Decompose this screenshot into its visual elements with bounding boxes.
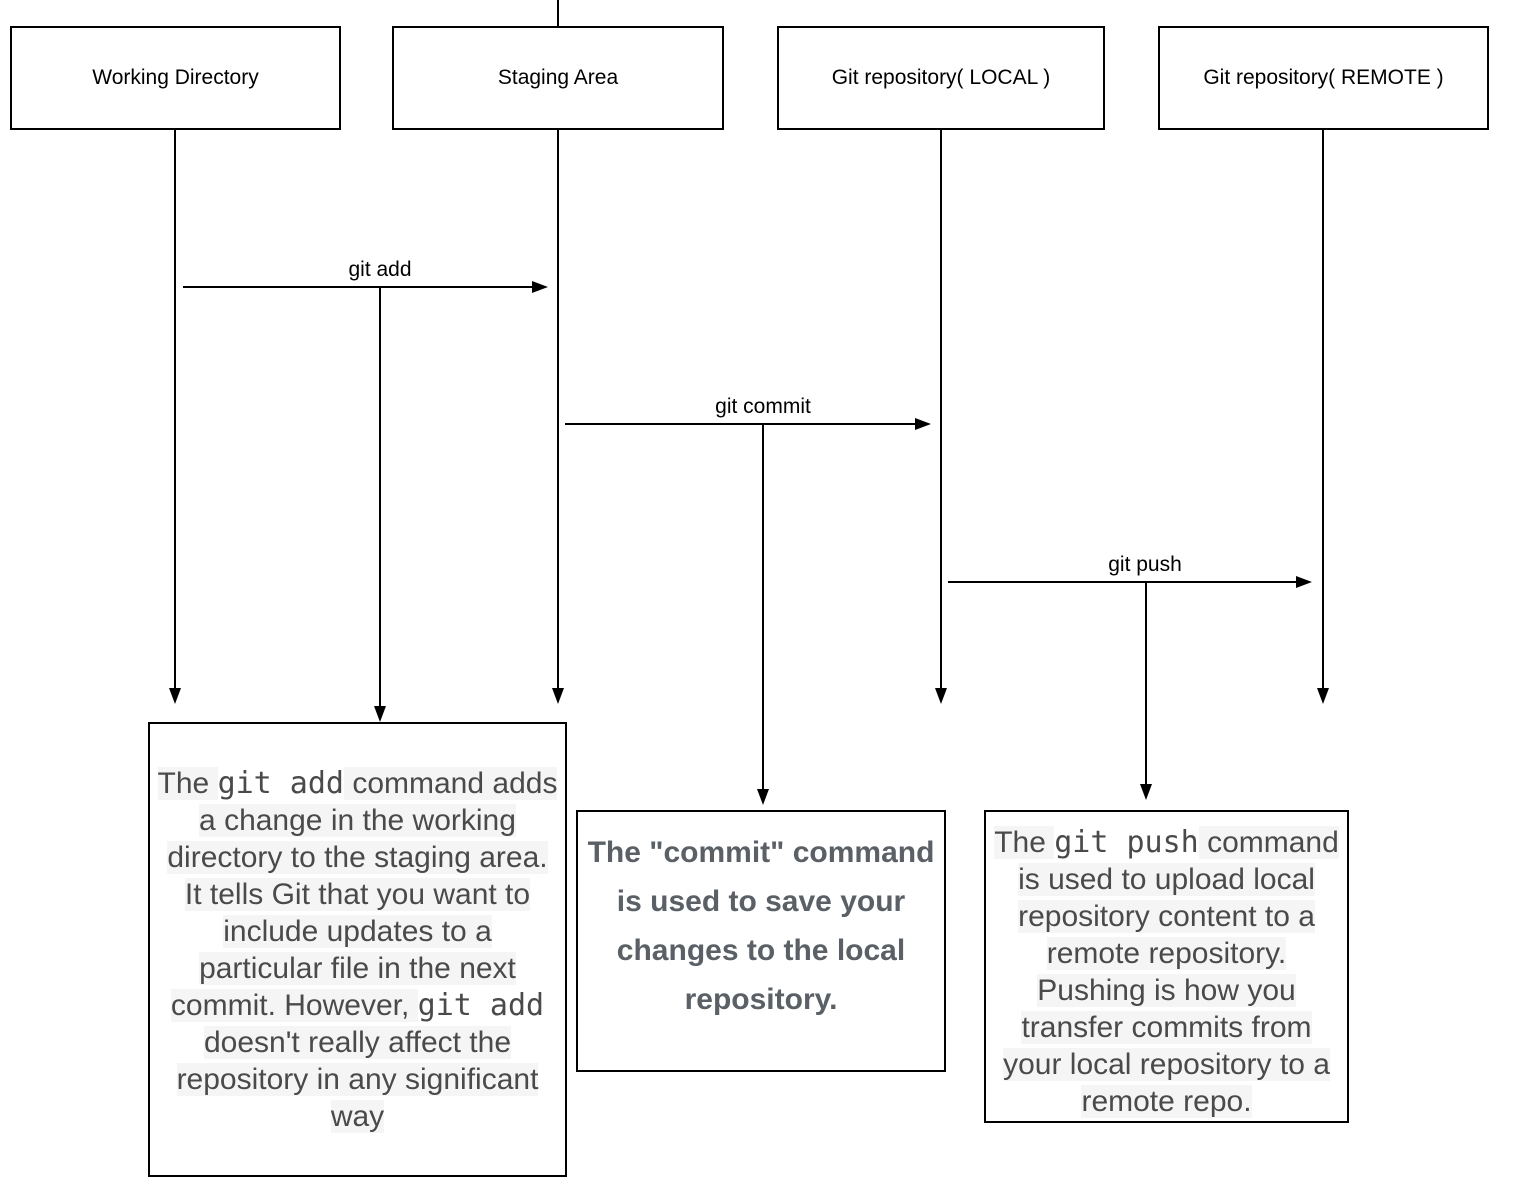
git-push-note-connector-arrowhead-icon <box>1140 784 1152 800</box>
arrow-label-git-push: git push <box>1108 553 1182 576</box>
lifeline-staging-area-arrowhead-icon <box>552 688 564 704</box>
lane-label-working-directory: Working Directory <box>92 66 259 89</box>
note-text-git-push: The git push command is used to upload l… <box>994 825 1339 1118</box>
arrow-line-git-commit <box>565 423 915 425</box>
git-push-note-connector-line <box>1145 583 1147 784</box>
note-text-git-add: The git add command adds a change in the… <box>157 765 558 1133</box>
arrow-label-git-add: git add <box>348 258 412 281</box>
lifeline-working-directory <box>174 130 176 688</box>
arrow-line-git-add <box>183 286 532 288</box>
lane-label-staging-area: Staging Area <box>497 66 619 89</box>
git-add-note-connector-line <box>379 288 381 708</box>
lane-box-staging-area: Staging Area <box>392 26 724 130</box>
lifeline-staging-area <box>557 130 559 688</box>
arrow-line-git-push <box>948 581 1296 583</box>
git-commit-note-connector-line <box>762 425 764 789</box>
git-add-note-connector-arrowhead-icon <box>374 706 386 722</box>
arrow-git-commit-arrowhead-icon <box>915 418 931 430</box>
lane-box-git-repository-remote: Git repository( REMOTE ) <box>1158 26 1489 130</box>
arrow-git-push-arrowhead-icon <box>1296 576 1312 588</box>
lane-label-git-repository-local: Git repository( LOCAL ) <box>831 66 1051 89</box>
git-commit-note-connector-arrowhead-icon <box>757 789 769 805</box>
lifeline-git-repository-local-arrowhead-icon <box>935 688 947 704</box>
note-box-git-commit: The "commit" command is used to save you… <box>576 810 946 1072</box>
lifeline-git-repository-local <box>940 130 942 688</box>
note-text-git-commit: The "commit" command is used to save you… <box>587 836 935 1016</box>
lane-box-working-directory: Working Directory <box>10 26 341 130</box>
note-box-git-push: The git push command is used to upload l… <box>984 810 1349 1123</box>
lifeline-git-repository-remote <box>1322 130 1324 688</box>
staging-top-stub-line <box>557 0 559 26</box>
lifeline-working-directory-arrowhead-icon <box>169 688 181 704</box>
arrow-git-add-arrowhead-icon <box>532 281 548 293</box>
lifeline-git-repository-remote-arrowhead-icon <box>1317 688 1329 704</box>
note-box-git-add: The git add command adds a change in the… <box>148 722 567 1177</box>
arrow-label-git-commit: git commit <box>715 395 811 418</box>
lane-box-git-repository-local: Git repository( LOCAL ) <box>777 26 1105 130</box>
lane-label-git-repository-remote: Git repository( REMOTE ) <box>1203 66 1444 89</box>
